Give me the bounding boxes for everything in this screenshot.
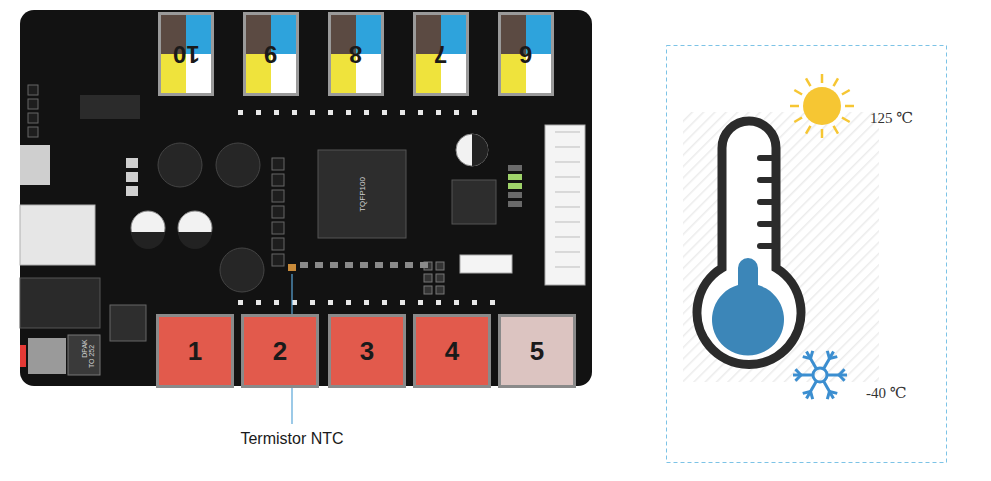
part-label: Termistor NTC xyxy=(240,430,343,448)
buzzer xyxy=(158,143,202,187)
connector xyxy=(460,255,512,273)
port-number: 6 xyxy=(519,40,532,68)
port: 7 xyxy=(413,12,469,96)
port-number: 1 xyxy=(188,336,202,367)
chip-marking: TO 252 xyxy=(89,344,96,367)
port-number: 9 xyxy=(264,40,277,68)
led-row xyxy=(508,165,522,207)
power-jack xyxy=(20,278,100,328)
connector xyxy=(545,125,585,285)
port: 5 xyxy=(498,314,576,388)
dpak-regulator xyxy=(68,335,100,375)
port: 1 xyxy=(156,314,234,388)
usb-chip xyxy=(452,180,496,224)
hatch xyxy=(683,112,879,382)
buzzer xyxy=(216,143,260,187)
capacitor xyxy=(131,134,488,249)
mcu-chip xyxy=(318,150,406,238)
port-number: 4 xyxy=(445,336,459,367)
thermometer xyxy=(697,121,801,364)
chip-marking: DPAK xyxy=(80,339,87,358)
sun xyxy=(790,74,854,138)
buzzer xyxy=(220,248,264,292)
pin-rows xyxy=(28,85,580,305)
port-number: 2 xyxy=(273,336,287,367)
chip-marking: TQFP100 xyxy=(358,177,367,212)
port-number: 5 xyxy=(530,336,544,367)
port: 10 xyxy=(158,12,214,96)
panel-frame xyxy=(667,46,947,463)
port: 8 xyxy=(328,12,384,96)
port: 2 xyxy=(241,314,319,388)
port: 6 xyxy=(498,12,554,96)
port-number: 8 xyxy=(349,40,362,68)
thermistor xyxy=(288,264,296,271)
switch-body xyxy=(28,338,66,374)
switch xyxy=(20,145,50,185)
port: 4 xyxy=(413,314,491,388)
power-switch xyxy=(20,345,26,367)
usb-port xyxy=(20,205,95,265)
port: 3 xyxy=(328,314,406,388)
ic xyxy=(80,95,140,119)
snowflake xyxy=(793,351,847,399)
temperature-label: -40 ℃ xyxy=(866,384,907,402)
port: 9 xyxy=(243,12,299,96)
inductor xyxy=(110,305,146,341)
temperature-label: 125 ℃ xyxy=(870,109,913,127)
port-number: 3 xyxy=(360,336,374,367)
port-number: 10 xyxy=(173,40,200,68)
port-number: 7 xyxy=(434,40,447,68)
